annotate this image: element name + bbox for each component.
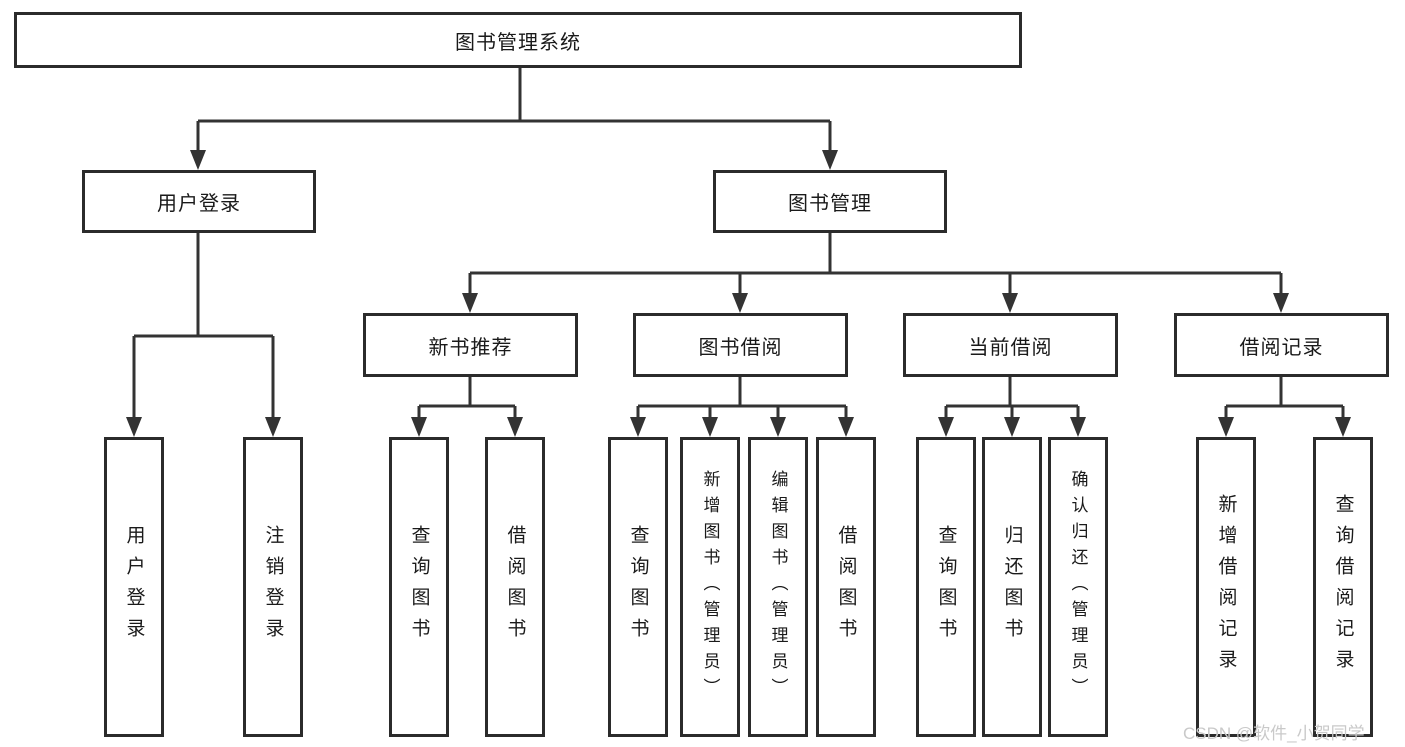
leaf-edit-books-admin-label: 编辑图书（管理员） bbox=[768, 470, 788, 704]
leaf-add-borrow-record: 新增借阅记录 bbox=[1196, 437, 1256, 737]
connector-path bbox=[132, 68, 1345, 419]
node-user-login-label: 用户登录 bbox=[157, 193, 241, 215]
leaf-query-books-borrowing-label: 查询图书 bbox=[627, 525, 649, 649]
leaf-borrow-books-borrowing: 借阅图书 bbox=[816, 437, 876, 737]
leaf-logout-label: 注销登录 bbox=[262, 525, 284, 649]
node-borrowing-records: 借阅记录 bbox=[1174, 313, 1389, 377]
node-book-management-label: 图书管理 bbox=[788, 193, 872, 215]
node-current-borrowing-label: 当前借阅 bbox=[968, 336, 1053, 359]
leaf-borrow-books-recommend-label: 借阅图书 bbox=[504, 525, 526, 649]
leaf-borrow-books-borrowing-label: 借阅图书 bbox=[835, 525, 857, 649]
leaf-query-books-recommend-label: 查询图书 bbox=[408, 525, 430, 649]
leaf-edit-books-admin: 编辑图书（管理员） bbox=[748, 437, 808, 737]
node-library-system-label: 图书管理系统 bbox=[455, 31, 581, 54]
node-library-system: 图书管理系统 bbox=[14, 12, 1022, 68]
leaf-query-books-current-label: 查询图书 bbox=[935, 525, 957, 649]
node-user-login: 用户登录 bbox=[82, 170, 316, 233]
leaf-return-books-label: 归还图书 bbox=[1001, 525, 1023, 649]
node-borrowing-records-label: 借阅记录 bbox=[1239, 336, 1324, 359]
leaf-query-books-borrowing: 查询图书 bbox=[608, 437, 668, 737]
leaf-return-books: 归还图书 bbox=[982, 437, 1042, 737]
node-new-book-recommendation: 新书推荐 bbox=[363, 313, 578, 377]
leaf-confirm-return-admin: 确认归还（管理员） bbox=[1048, 437, 1108, 737]
leaf-query-books-current: 查询图书 bbox=[916, 437, 976, 737]
csdn-watermark: CSDN @软件_小贺同学 bbox=[1183, 724, 1365, 743]
leaf-query-borrow-record-label: 查询借阅记录 bbox=[1332, 494, 1354, 680]
leaf-query-borrow-record: 查询借阅记录 bbox=[1313, 437, 1373, 737]
leaf-add-borrow-record-label: 新增借阅记录 bbox=[1215, 494, 1237, 680]
node-new-book-recommendation-label: 新书推荐 bbox=[428, 336, 513, 359]
leaf-borrow-books-recommend: 借阅图书 bbox=[485, 437, 545, 737]
leaf-logout: 注销登录 bbox=[243, 437, 303, 737]
node-book-borrowing-label: 图书借阅 bbox=[698, 336, 783, 359]
leaf-user-login-label: 用户登录 bbox=[123, 525, 145, 649]
leaf-query-books-recommend: 查询图书 bbox=[389, 437, 449, 737]
leaf-add-books-admin-label: 新增图书（管理员） bbox=[700, 470, 720, 704]
node-book-borrowing: 图书借阅 bbox=[633, 313, 848, 377]
node-current-borrowing: 当前借阅 bbox=[903, 313, 1118, 377]
leaf-add-books-admin: 新增图书（管理员） bbox=[680, 437, 740, 737]
node-book-management: 图书管理 bbox=[713, 170, 947, 233]
leaf-confirm-return-admin-label: 确认归还（管理员） bbox=[1068, 470, 1088, 704]
leaf-user-login: 用户登录 bbox=[104, 437, 164, 737]
arrowheads bbox=[126, 150, 1351, 437]
